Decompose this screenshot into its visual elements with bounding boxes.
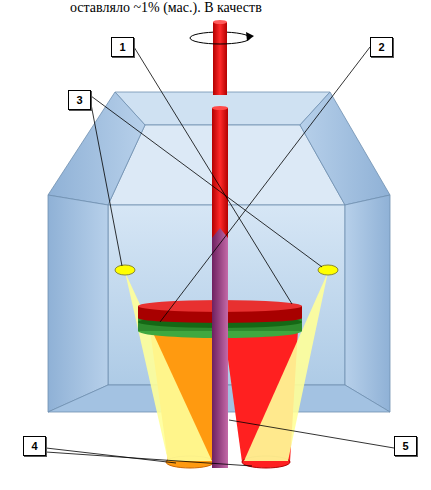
shaft-upper: [213, 22, 227, 95]
shaft-lower-top: [212, 106, 228, 110]
callout-box: 1: [111, 37, 134, 57]
shaft-top: [213, 20, 227, 24]
lamp-light-right: [244, 272, 328, 461]
callout-box: 5: [394, 436, 417, 456]
page-text: оставляло ~1% (мас.). В качеств: [70, 0, 262, 16]
callout-box: 4: [23, 436, 46, 456]
leader-line: [134, 47, 292, 304]
leader-line: [46, 452, 252, 466]
housing-right-wall: [345, 195, 390, 412]
callout-box: 3: [68, 90, 91, 110]
leader-line: [229, 420, 394, 448]
rotation-arrowhead: [246, 32, 254, 41]
leader-line: [160, 47, 370, 322]
callout-box: 2: [370, 37, 393, 57]
callout-number: 1: [119, 41, 125, 53]
callout-number: 4: [31, 440, 37, 452]
leader-line: [91, 96, 322, 267]
leader-line: [46, 448, 176, 463]
rotation-arrow: [190, 38, 250, 44]
callout-number: 2: [378, 41, 384, 53]
callout-number: 5: [402, 440, 408, 452]
housing-left-wall: [48, 195, 108, 412]
housing-upper-right: [300, 92, 390, 205]
housing-upper-left: [48, 92, 145, 205]
lamp-left: [115, 265, 135, 275]
leader-line: [91, 104, 122, 266]
vertical-bar: [212, 228, 228, 468]
callout-number: 3: [76, 94, 82, 106]
